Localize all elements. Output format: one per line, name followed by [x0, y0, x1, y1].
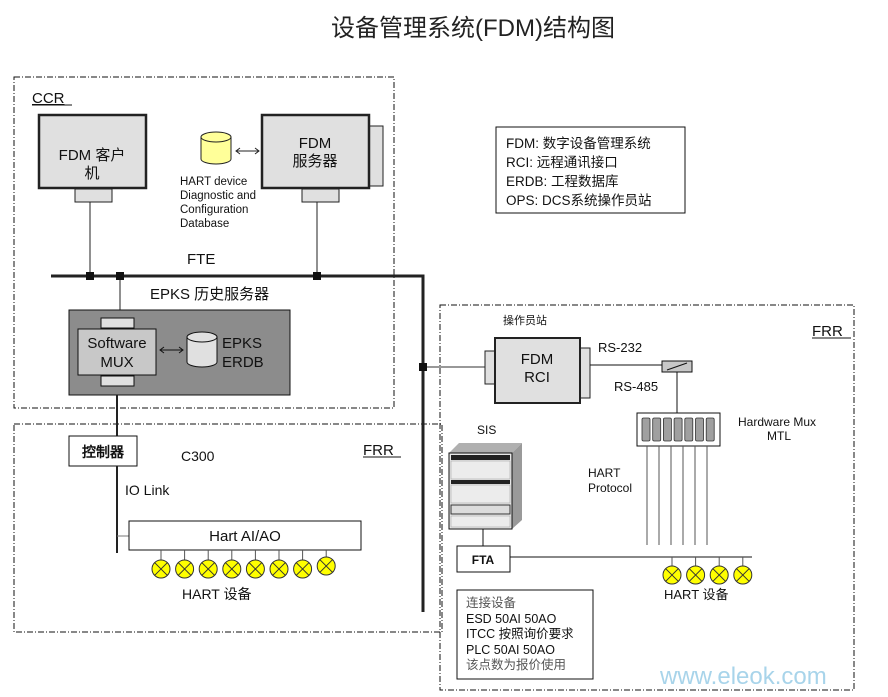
hart-device-icon[interactable] — [709, 557, 729, 585]
rs485-label: RS-485 — [614, 379, 658, 394]
mux-channel — [705, 417, 715, 442]
c300-controller[interactable]: 控制器 — [68, 435, 138, 467]
software-mux-box — [77, 328, 157, 376]
epks-erdb-database-icon — [186, 331, 218, 368]
hart-aio-module[interactable]: Hart AI/AO — [128, 520, 362, 551]
rs232-rs485-converter — [661, 360, 693, 373]
hart-device-icon[interactable] — [733, 557, 753, 585]
abbreviation-legend: FDM: 数字设备管理系统 RCI: 远程通讯接口 ERDB: 工程数据库 OP… — [495, 126, 686, 214]
fdm-rci-computer[interactable]: FDM RCI — [484, 337, 591, 404]
watermark: www.eleok.com — [659, 663, 827, 690]
ccr-zone — [13, 76, 395, 409]
hart-device-icon[interactable] — [662, 557, 682, 585]
left-hart-devices-label: HART 设备 — [182, 586, 252, 602]
io-link-label: IO Link — [125, 482, 170, 498]
mux-channel — [663, 417, 672, 442]
fdm-client-label-1: FDM 客户 — [59, 147, 126, 164]
hw-mux-label-2: MTL — [767, 429, 791, 443]
hw-mux-label-1: Hardware Mux — [738, 415, 816, 429]
legend-erdb: ERDB: 工程数据库 — [506, 174, 619, 189]
fte-node-client — [86, 272, 94, 280]
legend-rci: RCI: 远程通讯接口 — [506, 154, 618, 170]
svg-text:FDM: 数字设备管理系统 RCI: 远程通讯接: FDM: 数字设备管理系统 RCI: 远程通讯接口 ERDB: 工程数据库 OP… — [506, 135, 655, 208]
epks-erdb-label-1: EPKS — [222, 335, 262, 352]
svg-text:连接设备 ESD 50AI 50AO: 连接设备 ESD 50AI 50AO ITCC 按照询价要求 PLC 50AI … — [466, 595, 577, 672]
mux-channel — [652, 417, 662, 442]
connected-devices-notes: 连接设备 ESD 50AI 50AO ITCC 按照询价要求 PLC 50AI … — [456, 589, 594, 680]
hart-device-icon[interactable] — [293, 550, 313, 579]
fdm-client-label-2: 机 — [84, 165, 99, 182]
fte-node-server — [313, 272, 321, 280]
fte-node-history — [116, 272, 124, 280]
hardware-mux-mtl[interactable] — [636, 412, 721, 447]
hart-device-icon[interactable] — [269, 550, 289, 579]
software-mux-label-1: Software — [87, 335, 146, 352]
hart-protocol-wires — [646, 446, 708, 545]
left-hart-devices — [151, 550, 336, 579]
fte-label: FTE — [187, 251, 215, 268]
legend-fdm: FDM: 数字设备管理系统 — [506, 135, 651, 151]
mux-channel — [695, 417, 704, 442]
fdm-server-nic — [301, 188, 340, 203]
hart-protocol-label-1: HART — [588, 466, 621, 480]
fdm-server-label-1: FDM — [299, 135, 332, 152]
fte-node-rci — [419, 363, 427, 371]
sis-cabinet[interactable] — [448, 443, 522, 530]
hart-device-icon[interactable] — [686, 557, 706, 585]
ops-station-label: 操作员站 — [503, 313, 547, 327]
mux-channel — [673, 417, 683, 442]
right-hart-devices — [662, 557, 753, 585]
legend-ops: OPS: DCS系统操作员站 — [506, 193, 652, 208]
frr-left-zone — [13, 423, 443, 633]
hart-device-icon[interactable] — [245, 550, 265, 579]
fte-bus — [51, 274, 425, 612]
hart-device-icon[interactable] — [198, 550, 218, 579]
frr-right-zone-label: FRR — [812, 323, 843, 340]
fdm-client-nic — [74, 188, 113, 203]
frr-left-zone-label: FRR — [363, 442, 394, 459]
hart-device-icon[interactable] — [222, 550, 242, 579]
software-mux-label-2: MUX — [100, 354, 133, 371]
mux-db-arrow-icon — [159, 346, 184, 354]
epks-history-server[interactable]: Software MUX EPKS ERDB — [68, 309, 291, 396]
fdm-rci-label-1: FDM — [521, 351, 554, 368]
db-server-arrow-icon — [235, 147, 260, 155]
fdm-client-computer[interactable]: FDM 客户 机 — [37, 113, 148, 203]
hart-device-icon[interactable] — [175, 550, 195, 579]
hart-protocol-label-2: Protocol — [588, 481, 632, 495]
mux-channel — [684, 417, 694, 442]
mux-channel — [641, 417, 651, 442]
diagram-title: 设备管理系统(FDM)结构图 — [331, 15, 615, 42]
right-hart-devices-label: HART 设备 — [664, 587, 729, 602]
ccr-zone-label: CCR — [32, 90, 65, 107]
fdm-server-computer[interactable]: FDM 服务器 — [260, 113, 384, 203]
fta-box[interactable]: FTA — [456, 545, 511, 573]
frr-right-zone — [439, 304, 855, 691]
hart-aio-label: Hart AI/AO — [209, 528, 281, 545]
epks-erdb-label-2: ERDB — [222, 354, 264, 371]
rs232-label: RS-232 — [598, 340, 642, 355]
hart-database-icon — [200, 131, 232, 165]
fdm-rci-label-2: RCI — [524, 369, 550, 386]
controller-label: 控制器 — [82, 444, 125, 460]
sis-label: SIS — [477, 423, 496, 437]
hart-device-icon[interactable] — [151, 550, 171, 579]
c300-label: C300 — [181, 448, 215, 464]
fta-label: FTA — [472, 553, 495, 567]
hart-device-icon[interactable] — [316, 550, 336, 576]
fdm-server-label-2: 服务器 — [292, 153, 337, 170]
epks-history-label: EPKS 历史服务器 — [150, 286, 269, 303]
hart-db-label: HART device Diagnostic and Configuration… — [180, 176, 259, 230]
